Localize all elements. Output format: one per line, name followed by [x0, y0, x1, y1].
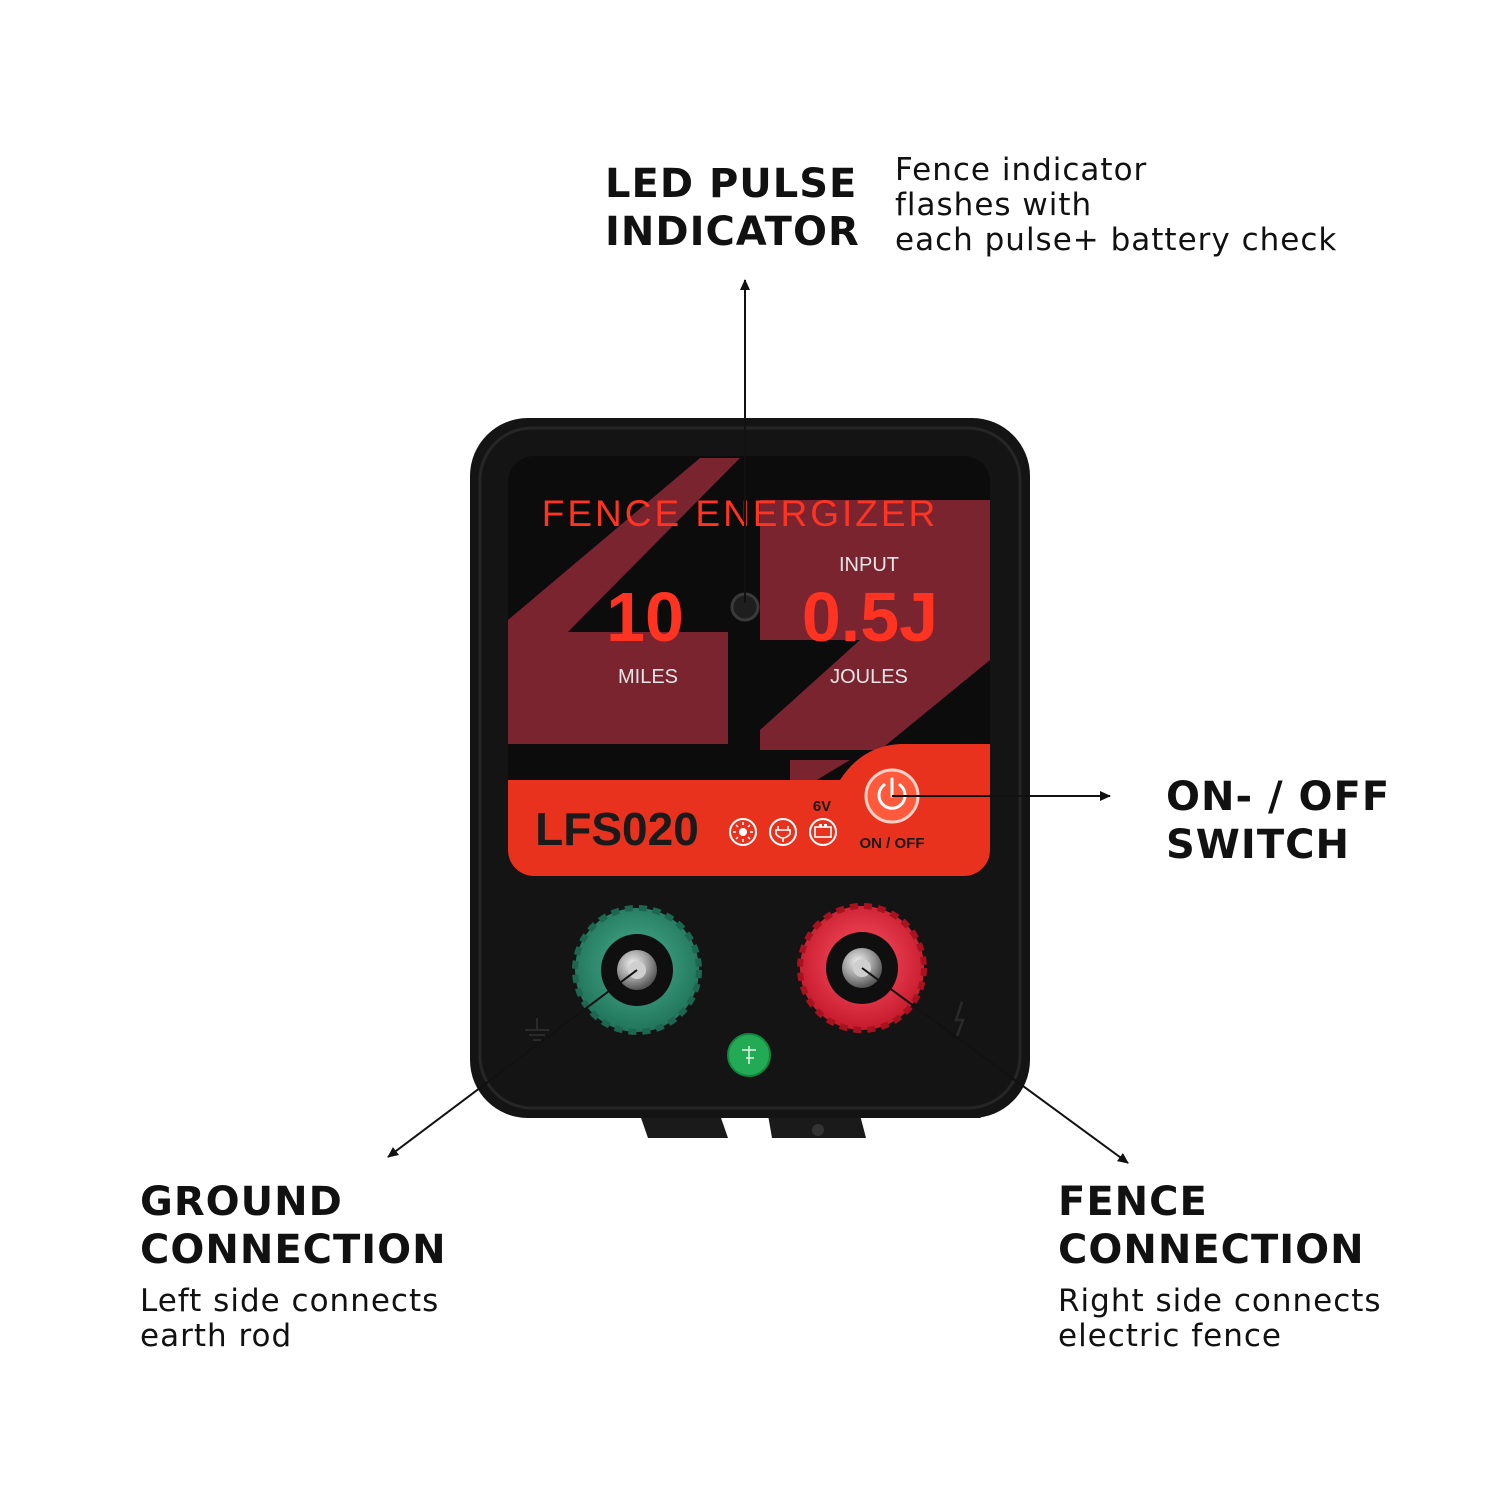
switch-callout-title: ON- / OFF SWITCH [1166, 773, 1390, 869]
miles-value: 10 [606, 578, 684, 656]
callout-title-line: CONNECTION [1058, 1227, 1365, 1273]
callout-desc-line: earth rod [140, 1318, 293, 1354]
callout-desc-line: each pulse+ battery check [895, 222, 1338, 258]
fence-callout-title: FENCE CONNECTION [1058, 1178, 1365, 1274]
model-strip [508, 744, 990, 876]
joules-value: 0.5J [802, 578, 938, 656]
model-number: LFS020 [535, 803, 699, 855]
miles-label: MILES [618, 666, 678, 688]
plug-icon [769, 818, 797, 846]
brand-title: FENCE ENERGIZER [542, 493, 939, 534]
callout-title-line: LED PULSE [605, 161, 858, 207]
power-label: ON / OFF [860, 835, 925, 852]
power-icon [877, 777, 907, 810]
lightning-symbol-icon [954, 1001, 965, 1037]
ground-callout-desc: Left side connects earth rod [140, 1284, 439, 1354]
green-test-indicator [727, 1033, 771, 1077]
ground-callout-title: GROUND CONNECTION [140, 1178, 447, 1274]
voltage-label: 6V [813, 798, 831, 815]
led-indicator-callout-title: LED PULSE INDICATOR [605, 160, 860, 256]
joules-label: JOULES [830, 666, 908, 688]
callout-title-line: FENCE [1058, 1179, 1208, 1225]
input-label: INPUT [839, 554, 899, 576]
fence-callout-desc: Right side connects electric fence [1058, 1284, 1382, 1354]
callout-desc-line: electric fence [1058, 1318, 1282, 1354]
callout-desc-line: Fence indicator [895, 152, 1148, 188]
callout-desc-line: flashes with [895, 187, 1093, 223]
callout-title-line: SWITCH [1166, 822, 1350, 868]
callout-title-line: INDICATOR [605, 209, 860, 255]
callout-desc-line: Left side connects [140, 1283, 440, 1319]
fence-arrow [861, 967, 1129, 1164]
callout-title-line: ON- / OFF [1166, 774, 1391, 820]
callout-desc-line: Right side connects [1058, 1283, 1382, 1319]
decorative-stripes [508, 458, 990, 790]
led-indicator-callout-desc: Fence indicator flashes with each pulse+… [895, 153, 1337, 258]
sun-icon [729, 818, 757, 846]
battery-icon [809, 818, 837, 846]
callout-title-line: GROUND [140, 1179, 343, 1225]
callout-arrows [387, 279, 1129, 1164]
callout-title-line: CONNECTION [140, 1227, 447, 1273]
ground-arrow [387, 969, 638, 1158]
ground-symbol-icon [525, 1018, 549, 1041]
